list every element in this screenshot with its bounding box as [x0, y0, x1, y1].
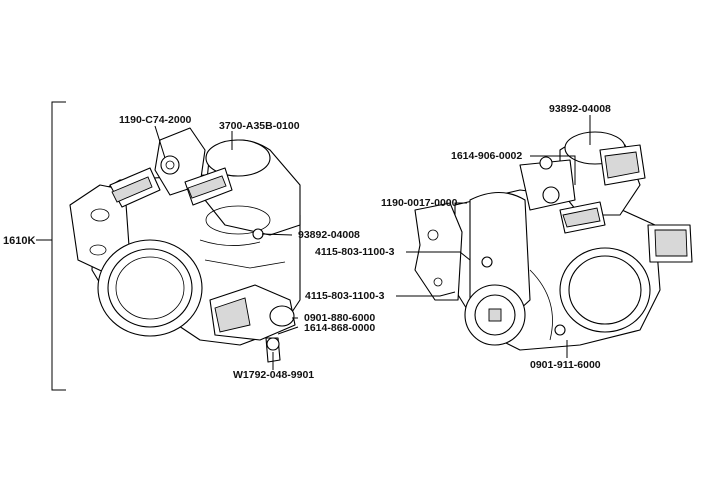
leader-lines: [154, 115, 591, 370]
label-left-gasket: 1614-868-0000: [304, 322, 375, 334]
label-right-bolt-upper: 4115-803-1100-3: [315, 246, 395, 258]
label-right-bracket: 1190-0017-0000: [381, 197, 458, 209]
assembly-bracket: [36, 101, 66, 391]
left-throttle-body: [69, 127, 301, 363]
label-left-screw-a: 0901-880-6000: [304, 312, 375, 324]
label-right-bolt-lower: 4115-803-1100-3: [305, 290, 385, 302]
label-right-screw: 0901-911-6000: [530, 359, 601, 371]
label-right-bracket-part: 1614-906-0002: [451, 150, 522, 162]
label-left-oring: 93892-04008: [298, 229, 360, 241]
right-throttle-body: [414, 131, 693, 351]
part-labels: 1610K 1190-C74-2000 3700-A35B-0100 93892…: [3, 103, 611, 381]
label-assembly: 1610K: [3, 235, 35, 247]
label-left-motor: 3700-A35B-0100: [219, 120, 300, 132]
label-left-sensor-connector: 1190-C74-2000: [119, 114, 192, 126]
label-right-oring: 93892-04008: [549, 103, 611, 115]
label-left-bolt: W1792-048-9901: [233, 369, 314, 381]
